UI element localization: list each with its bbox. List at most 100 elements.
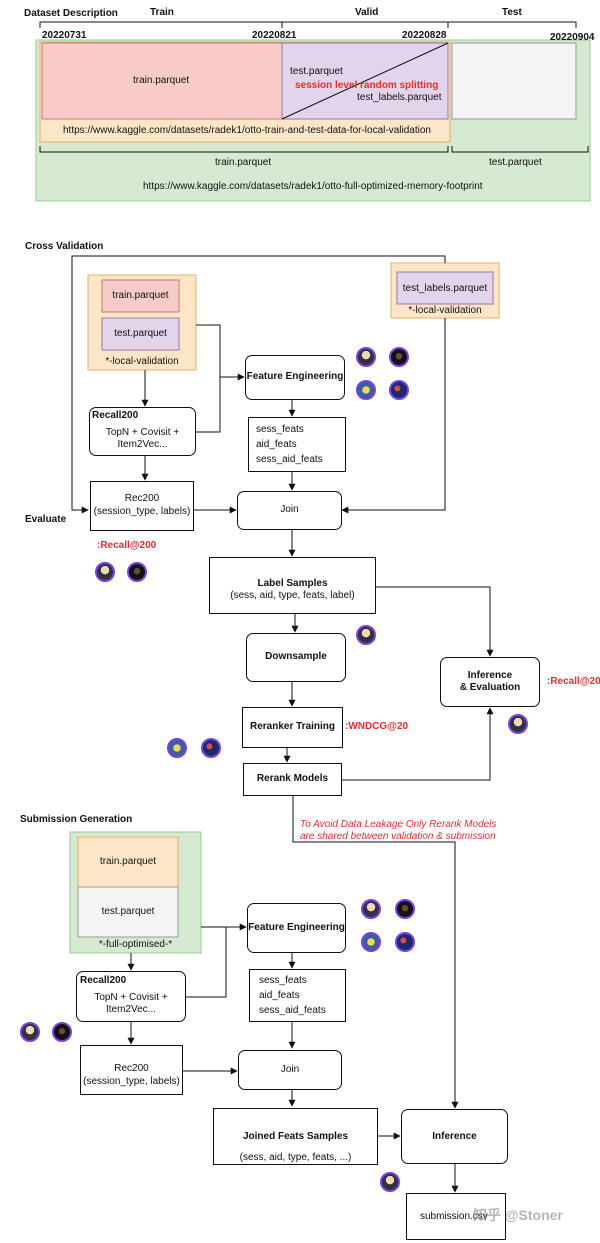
full-train-label: train.parquet <box>215 157 272 168</box>
valid-test-labels-label: test_labels.parquet <box>357 92 442 103</box>
reranker-training-label: Reranker Training <box>249 721 336 732</box>
fe-cv-avatar-3 <box>356 380 376 400</box>
cv-feat-sess: sess_feats <box>256 424 304 435</box>
recall-cv-avatar-1 <box>95 562 115 582</box>
sub-inference-label: Inference <box>432 1131 477 1142</box>
label-samples-title: Label Samples <box>257 578 328 589</box>
cv-test-labels-parquet: test_labels.parquet <box>402 283 488 294</box>
sub-rec200-node <box>80 1045 183 1095</box>
sub-test-region <box>77 886 179 938</box>
wndcg-metric: :WNDCG@20 <box>345 721 409 732</box>
evaluate-label: Evaluate <box>25 514 67 525</box>
cv-test-region <box>101 317 180 351</box>
joined-avatar <box>380 1172 400 1192</box>
inference-eval-line-2: & Evaluation <box>459 682 521 693</box>
cv-feat-aid: aid_feats <box>256 439 297 450</box>
sub-fe-title: Feature Engineering <box>248 922 345 933</box>
fe-cv-avatar-2 <box>389 347 409 367</box>
cv-join-node <box>237 491 342 530</box>
rerank-models-node <box>243 763 342 796</box>
sub-recall-title: Recall200 <box>80 975 127 986</box>
reranker-avatar-2 <box>201 738 221 758</box>
date-start: 20220731 <box>42 30 87 41</box>
sub-rec200-line-1: Rec200 <box>114 1063 149 1074</box>
sub-full-optimised-label: *-full-optimised-* <box>98 939 173 950</box>
date-valid-end: 20220828 <box>402 30 447 41</box>
inference-evaluation-node <box>440 657 540 707</box>
valid-test-parquet-label: test.parquet <box>290 66 343 77</box>
valid-period-label: Valid <box>355 7 379 18</box>
sub-feat-sess-aid: sess_aid_feats <box>259 1005 326 1016</box>
sub-train-parquet: train.parquet <box>99 856 157 867</box>
sub-feature-engineering-node <box>247 903 346 953</box>
train-period-label: Train <box>150 7 174 18</box>
cv-recall-node <box>89 407 196 456</box>
test-period-label: Test <box>502 7 522 18</box>
cv-test-labels-local: *-local-validation <box>408 305 482 316</box>
submission-node <box>406 1193 506 1240</box>
fe-sub-avatar-4 <box>395 932 415 952</box>
label-samples-node <box>209 557 376 614</box>
cv-title: Cross Validation <box>25 241 104 252</box>
test-region <box>451 42 577 120</box>
sub-test-parquet: test.parquet <box>101 906 155 917</box>
rerank-models-label: Rerank Models <box>256 773 329 784</box>
full-test-label: test.parquet <box>489 157 542 168</box>
label-avatar <box>356 625 376 645</box>
period-brackets <box>39 21 589 153</box>
sub-recall-body-1: TopN + Covisit + <box>94 992 168 1003</box>
cv-train-parquet: train.parquet <box>112 290 169 301</box>
sub-arrows <box>127 923 459 1193</box>
cv-join-label: Join <box>280 504 299 515</box>
sub-title: Submission Generation <box>20 814 133 825</box>
sub-feat-aid: aid_feats <box>259 990 300 1001</box>
fe-cv-avatar-4 <box>389 380 409 400</box>
recall20-metric: :Recall@20 <box>547 676 600 687</box>
sub-inference-node <box>401 1109 508 1164</box>
cv-rec200-line-1: Rec200 <box>124 493 160 504</box>
cv-fe-title: Feature Engineering <box>246 371 344 382</box>
fe-sub-avatar-3 <box>361 932 381 952</box>
cv-train-region <box>101 279 180 313</box>
cv-rec200-node <box>90 481 194 531</box>
sub-recall-node <box>76 971 186 1022</box>
recall-sub-avatar-1 <box>20 1022 40 1042</box>
recall200-metric: :Recall@200 <box>97 540 157 551</box>
inference-eval-line-1: Inference <box>467 670 513 681</box>
sub-rec200-line-2: (session_type, labels) <box>83 1076 180 1087</box>
cv-recall-body-1: TopN + Covisit + <box>105 427 180 438</box>
joined-feats-title: Joined Feats Samples <box>242 1131 349 1142</box>
fe-cv-avatar-1 <box>356 347 376 367</box>
cv-feature-engineering-node <box>245 355 345 400</box>
leakage-note-line-1: To Avoid Data Leakage Only Rerank Models <box>300 819 497 830</box>
cv-test-parquet: test.parquet <box>114 328 167 339</box>
cv-recall-title: Recall200 <box>92 410 139 421</box>
cv-recall-body-2: Item2Vec... <box>117 439 168 450</box>
fe-sub-avatar-2 <box>395 899 415 919</box>
sub-feats-node <box>249 969 346 1022</box>
sub-join-label: Join <box>280 1064 300 1075</box>
joined-feats-node <box>213 1108 378 1165</box>
joined-feats-body: (sess, aid, type, feats, ...) <box>239 1152 352 1163</box>
local-url: https://www.kaggle.com/datasets/radek1/o… <box>63 125 431 136</box>
recall-sub-avatar-2 <box>52 1022 72 1042</box>
date-test-end: 20220904 <box>550 32 595 43</box>
cv-arrows <box>71 255 494 1109</box>
split-note: session level random splitting <box>295 80 439 91</box>
sub-join-node <box>238 1050 342 1090</box>
reranker-training-node <box>242 707 343 748</box>
cv-rec200-line-2: (session_type, labels) <box>93 506 191 517</box>
reranker-avatar-1 <box>167 738 187 758</box>
sub-train-region <box>77 836 179 888</box>
cv-feats-node <box>248 417 346 472</box>
downsample-label: Downsample <box>265 651 327 662</box>
label-samples-body: (sess, aid, type, feats, label) <box>230 590 355 601</box>
full-url: https://www.kaggle.com/datasets/radek1/o… <box>143 181 483 192</box>
dataset-title: Dataset Description <box>24 8 118 19</box>
train-region <box>41 42 283 120</box>
watermark-text: 知乎 @Stoner <box>473 1207 563 1223</box>
leakage-note-line-2: are shared between validation & submissi… <box>300 831 496 842</box>
fe-sub-avatar-1 <box>361 899 381 919</box>
